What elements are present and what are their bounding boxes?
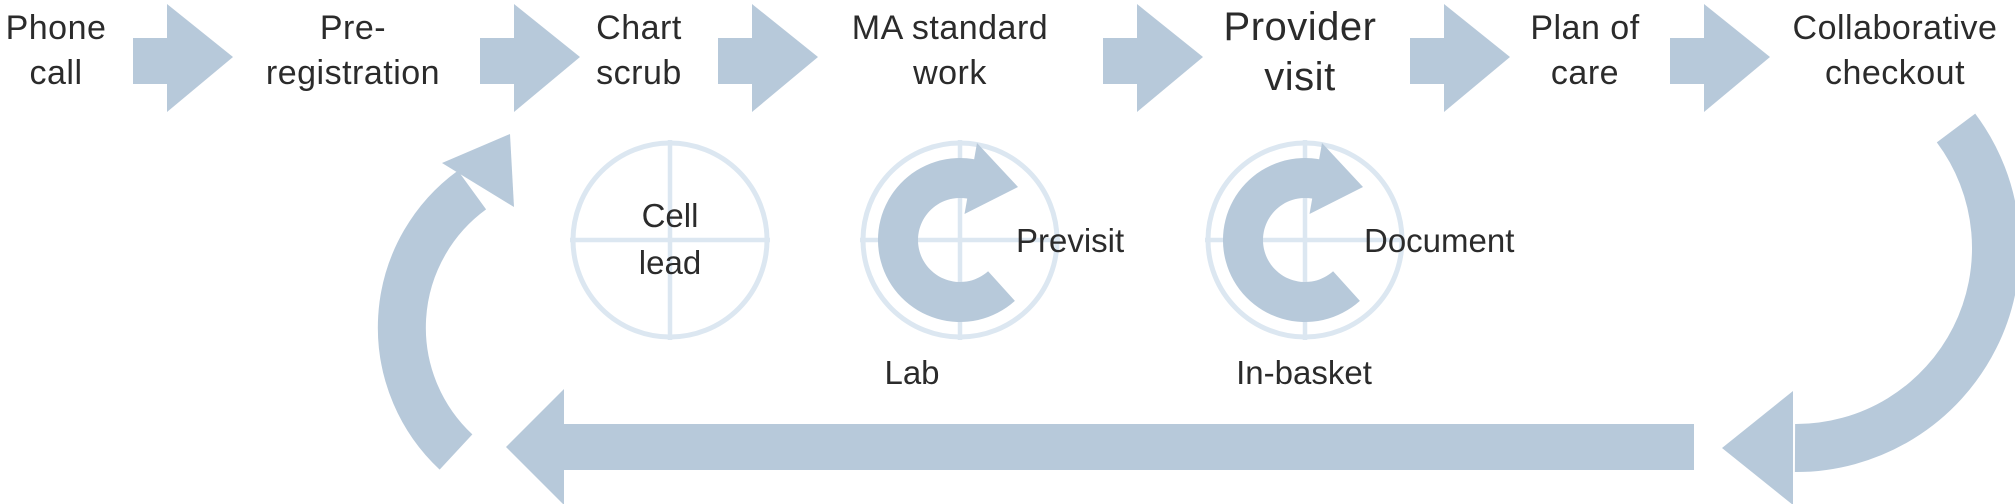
loop-up-curve-icon xyxy=(377,170,487,470)
step-pre-registration: Pre- registration xyxy=(265,9,441,92)
loop-back-bar-icon xyxy=(560,424,1694,470)
cycle-label-previsit: Previsit xyxy=(1016,222,1125,259)
step-phone-call: Phone call xyxy=(5,9,107,92)
cycle-arrow-previsit-icon xyxy=(877,143,1018,323)
cycle-arrow-document-icon xyxy=(1222,143,1363,323)
cycle-label-document: Document xyxy=(1364,222,1515,259)
cycle-label-in-basket: In-basket xyxy=(1236,354,1372,391)
loop-up-arrowhead-icon xyxy=(442,134,514,207)
loop-down-arrowhead-icon xyxy=(1722,391,1793,504)
step-collaborative-checkout: Collaborative checkout xyxy=(1792,9,1998,92)
cycle-label-cell-lead: Cell lead xyxy=(638,197,702,281)
step-chart-scrub: Chart scrub xyxy=(596,9,682,92)
step-plan-of-care: Plan of care xyxy=(1530,9,1640,92)
loop-back-arrowhead-icon xyxy=(506,389,564,504)
step-provider-visit: Provider visit xyxy=(1223,5,1377,99)
cycle-label-lab: Lab xyxy=(884,354,940,391)
loop-down-curve-icon xyxy=(1794,113,2015,473)
step-ma-standard-work: MA standard work xyxy=(851,9,1049,92)
